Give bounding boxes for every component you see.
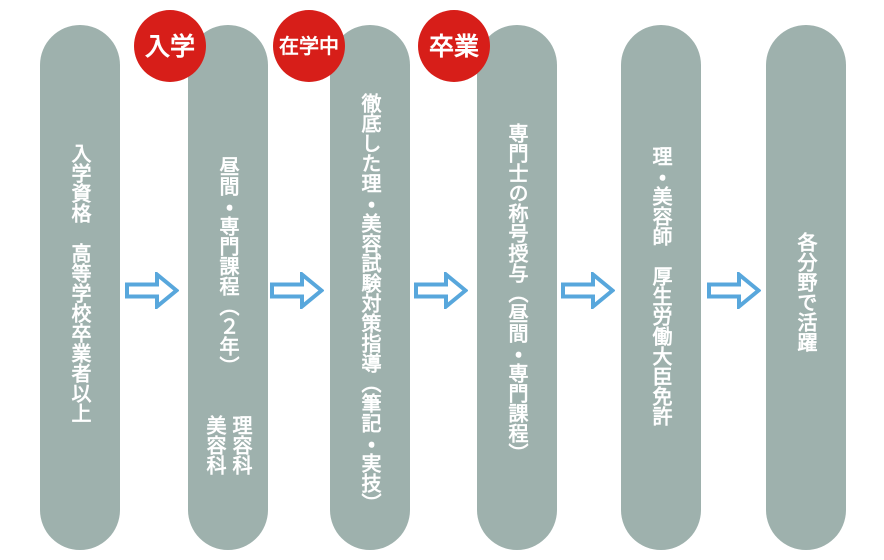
flow-step-text: 各分野で活躍 bbox=[794, 232, 818, 352]
badge-admission: 入学 bbox=[134, 10, 206, 82]
badge-graduation: 卒業 bbox=[418, 10, 490, 82]
flow-step-text: 入学資格 高等学校卒業者以上 bbox=[68, 143, 92, 423]
flow-step-text: 専門士の称号授与（昼間・専門課程） bbox=[505, 123, 529, 463]
flow-step-entry-qualification: 入学資格 高等学校卒業者以上 bbox=[40, 25, 120, 550]
flow-step-career: 各分野で活躍 bbox=[766, 25, 846, 550]
flow-step-text: 理・美容師 厚生労働大臣免許 bbox=[649, 146, 673, 426]
flow-step-diploma-award: 専門士の称号授与（昼間・専門課程） bbox=[477, 25, 557, 550]
arrow-right-icon bbox=[561, 272, 615, 309]
flow-step-daytime-professional-course: 昼間・専門課程（２年） 理容科 美容科 bbox=[188, 25, 268, 550]
arrow-right-icon bbox=[707, 272, 761, 309]
flow-step-text: 徹底した理・美容試験対策指導（筆記・実技） bbox=[358, 93, 382, 513]
flow-step-subtext: 理容科 美容科 bbox=[202, 415, 254, 475]
course-name-beauty: 美容科 bbox=[203, 415, 227, 475]
badge-enrolled: 在学中 bbox=[273, 10, 345, 82]
flow-step-national-license: 理・美容師 厚生労働大臣免許 bbox=[621, 25, 701, 550]
flow-step-exam-preparation: 徹底した理・美容試験対策指導（筆記・実技） bbox=[330, 25, 410, 550]
arrow-right-icon bbox=[125, 272, 179, 309]
arrow-right-icon bbox=[270, 272, 324, 309]
course-name-barber: 理容科 bbox=[229, 415, 253, 475]
arrow-right-icon bbox=[414, 272, 468, 309]
flow-step-text: 昼間・専門課程（２年） bbox=[216, 156, 240, 376]
